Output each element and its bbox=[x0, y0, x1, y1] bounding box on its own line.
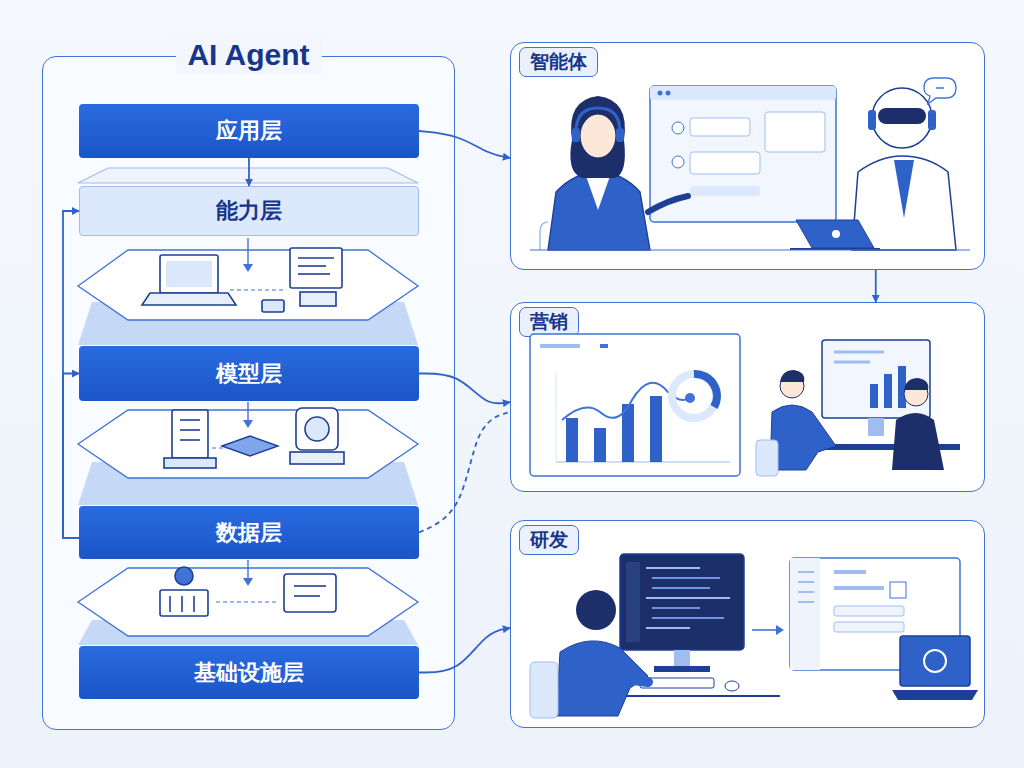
scenario-panel: 智能体 bbox=[510, 42, 985, 270]
arrow-head bbox=[243, 420, 253, 428]
flow-arrow bbox=[247, 402, 248, 424]
dashboard-chart bbox=[530, 334, 740, 476]
layer-plate bbox=[78, 410, 418, 478]
layer-slab bbox=[78, 462, 418, 505]
scenario-panel: 营销 bbox=[510, 302, 985, 492]
layer-plate bbox=[78, 250, 418, 320]
layer-stack-panel: AI Agent应用层能力层模型层数据层基础设施层 bbox=[42, 56, 455, 730]
developer-desk bbox=[530, 554, 780, 718]
flow-connector bbox=[419, 374, 510, 404]
dashed-link bbox=[230, 289, 286, 290]
panel-tag: 智能体 bbox=[519, 47, 598, 77]
flow-arrow bbox=[752, 629, 776, 631]
dashed-link bbox=[216, 602, 278, 603]
chip-icon bbox=[222, 436, 278, 456]
layer-label: 能力层 bbox=[216, 196, 282, 226]
layer-label: 基础设施层 bbox=[194, 658, 304, 688]
arrow-head bbox=[776, 625, 784, 635]
server-icon bbox=[164, 410, 216, 468]
scenario-panel: 研发 bbox=[510, 520, 985, 728]
laptop-icon bbox=[892, 636, 978, 700]
support-agent bbox=[540, 96, 688, 250]
layer-label: 数据层 bbox=[216, 518, 282, 548]
flow-connector bbox=[875, 270, 877, 302]
layer-slab bbox=[78, 620, 418, 645]
arrow-head bbox=[243, 578, 253, 586]
laptop-icon bbox=[142, 255, 236, 305]
storage-icon bbox=[284, 574, 336, 612]
layer-slab bbox=[78, 302, 418, 345]
dashed-link bbox=[212, 448, 228, 449]
chat-screen bbox=[650, 86, 836, 222]
layer-label: 模型层 bbox=[216, 359, 282, 389]
database-icon bbox=[160, 567, 208, 616]
panel-tag: 营销 bbox=[519, 307, 579, 337]
flow-connector bbox=[419, 412, 510, 533]
model-icon bbox=[290, 408, 344, 464]
panel-title: AI Agent bbox=[175, 35, 321, 75]
flow-arrow bbox=[247, 238, 248, 268]
monitor-icon bbox=[262, 248, 342, 312]
layer-label: 应用层 bbox=[216, 116, 282, 146]
layer-bar: 应用层 bbox=[79, 104, 419, 158]
robot-agent bbox=[790, 78, 956, 250]
app-window bbox=[790, 558, 960, 670]
analyst-desk bbox=[756, 340, 960, 476]
flow-connector bbox=[63, 211, 79, 538]
flow-connector bbox=[248, 158, 250, 186]
layer-bar: 数据层 bbox=[79, 506, 419, 559]
flow-connector bbox=[419, 628, 510, 673]
layer-plate bbox=[78, 568, 418, 636]
layer-plate bbox=[78, 168, 418, 183]
layer-bar: 基础设施层 bbox=[79, 646, 419, 699]
desk-line bbox=[530, 249, 970, 250]
flow-arrow bbox=[247, 560, 248, 582]
arrow-head bbox=[243, 264, 253, 272]
layer-bar: 模型层 bbox=[79, 346, 419, 401]
layer-bar: 能力层 bbox=[79, 186, 419, 236]
flow-connector bbox=[419, 131, 510, 158]
flow-connector bbox=[63, 374, 79, 538]
panel-tag: 研发 bbox=[519, 525, 579, 555]
